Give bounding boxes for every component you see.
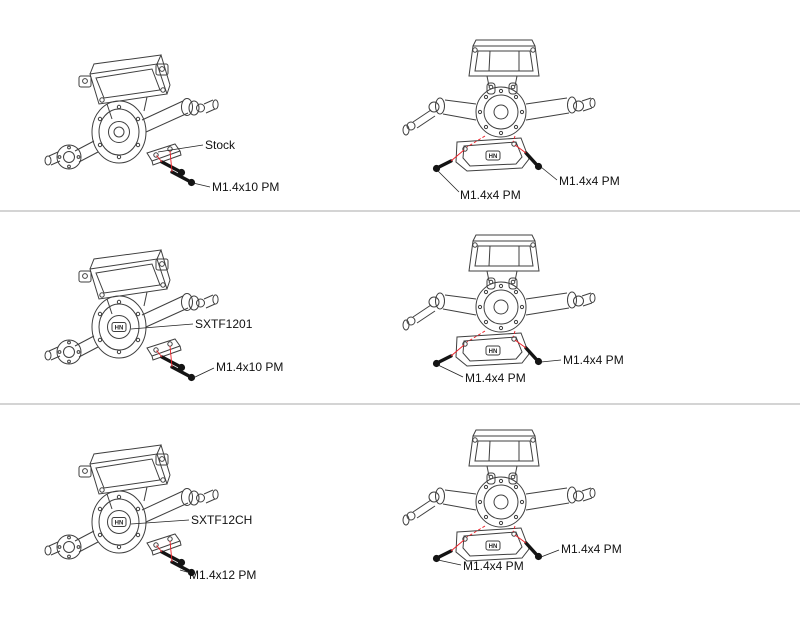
screw-size-label: M1.4x12 PM (189, 568, 257, 582)
axle-rear-view-stock (401, 38, 597, 174)
label-leader-lines (130, 144, 562, 575)
screw-size-label: M1.4x4 PM (561, 542, 622, 556)
screw-size-label: M1.4x4 PM (460, 188, 521, 202)
screw-size-label: M1.4x4 PM (465, 371, 526, 385)
axle-front-view-sxtf1201 (43, 248, 220, 383)
part-label-sxtf1201: SXTF1201 (195, 317, 253, 331)
screw-size-label: M1.4x4 PM (563, 353, 624, 367)
screw-size-label: M1.4x4 PM (559, 174, 620, 188)
axle-front-view-sxtf12ch (43, 443, 220, 578)
diff-cover-sxtf12ch (107, 510, 131, 534)
part-label-sxtf12ch: SXTF12CH (191, 513, 253, 527)
axle-rear-view-sxtf1201 (401, 233, 597, 369)
screw-size-label: M1.4x4 PM (463, 559, 524, 573)
screw-size-label: M1.4x10 PM (212, 180, 280, 194)
diff-cover-stock (108, 121, 130, 143)
screw-size-label: M1.4x10 PM (216, 360, 284, 374)
axle-front-view-stock (43, 53, 220, 188)
diff-cover-sxtf1201 (107, 315, 131, 339)
part-label-stock: Stock (205, 138, 236, 152)
